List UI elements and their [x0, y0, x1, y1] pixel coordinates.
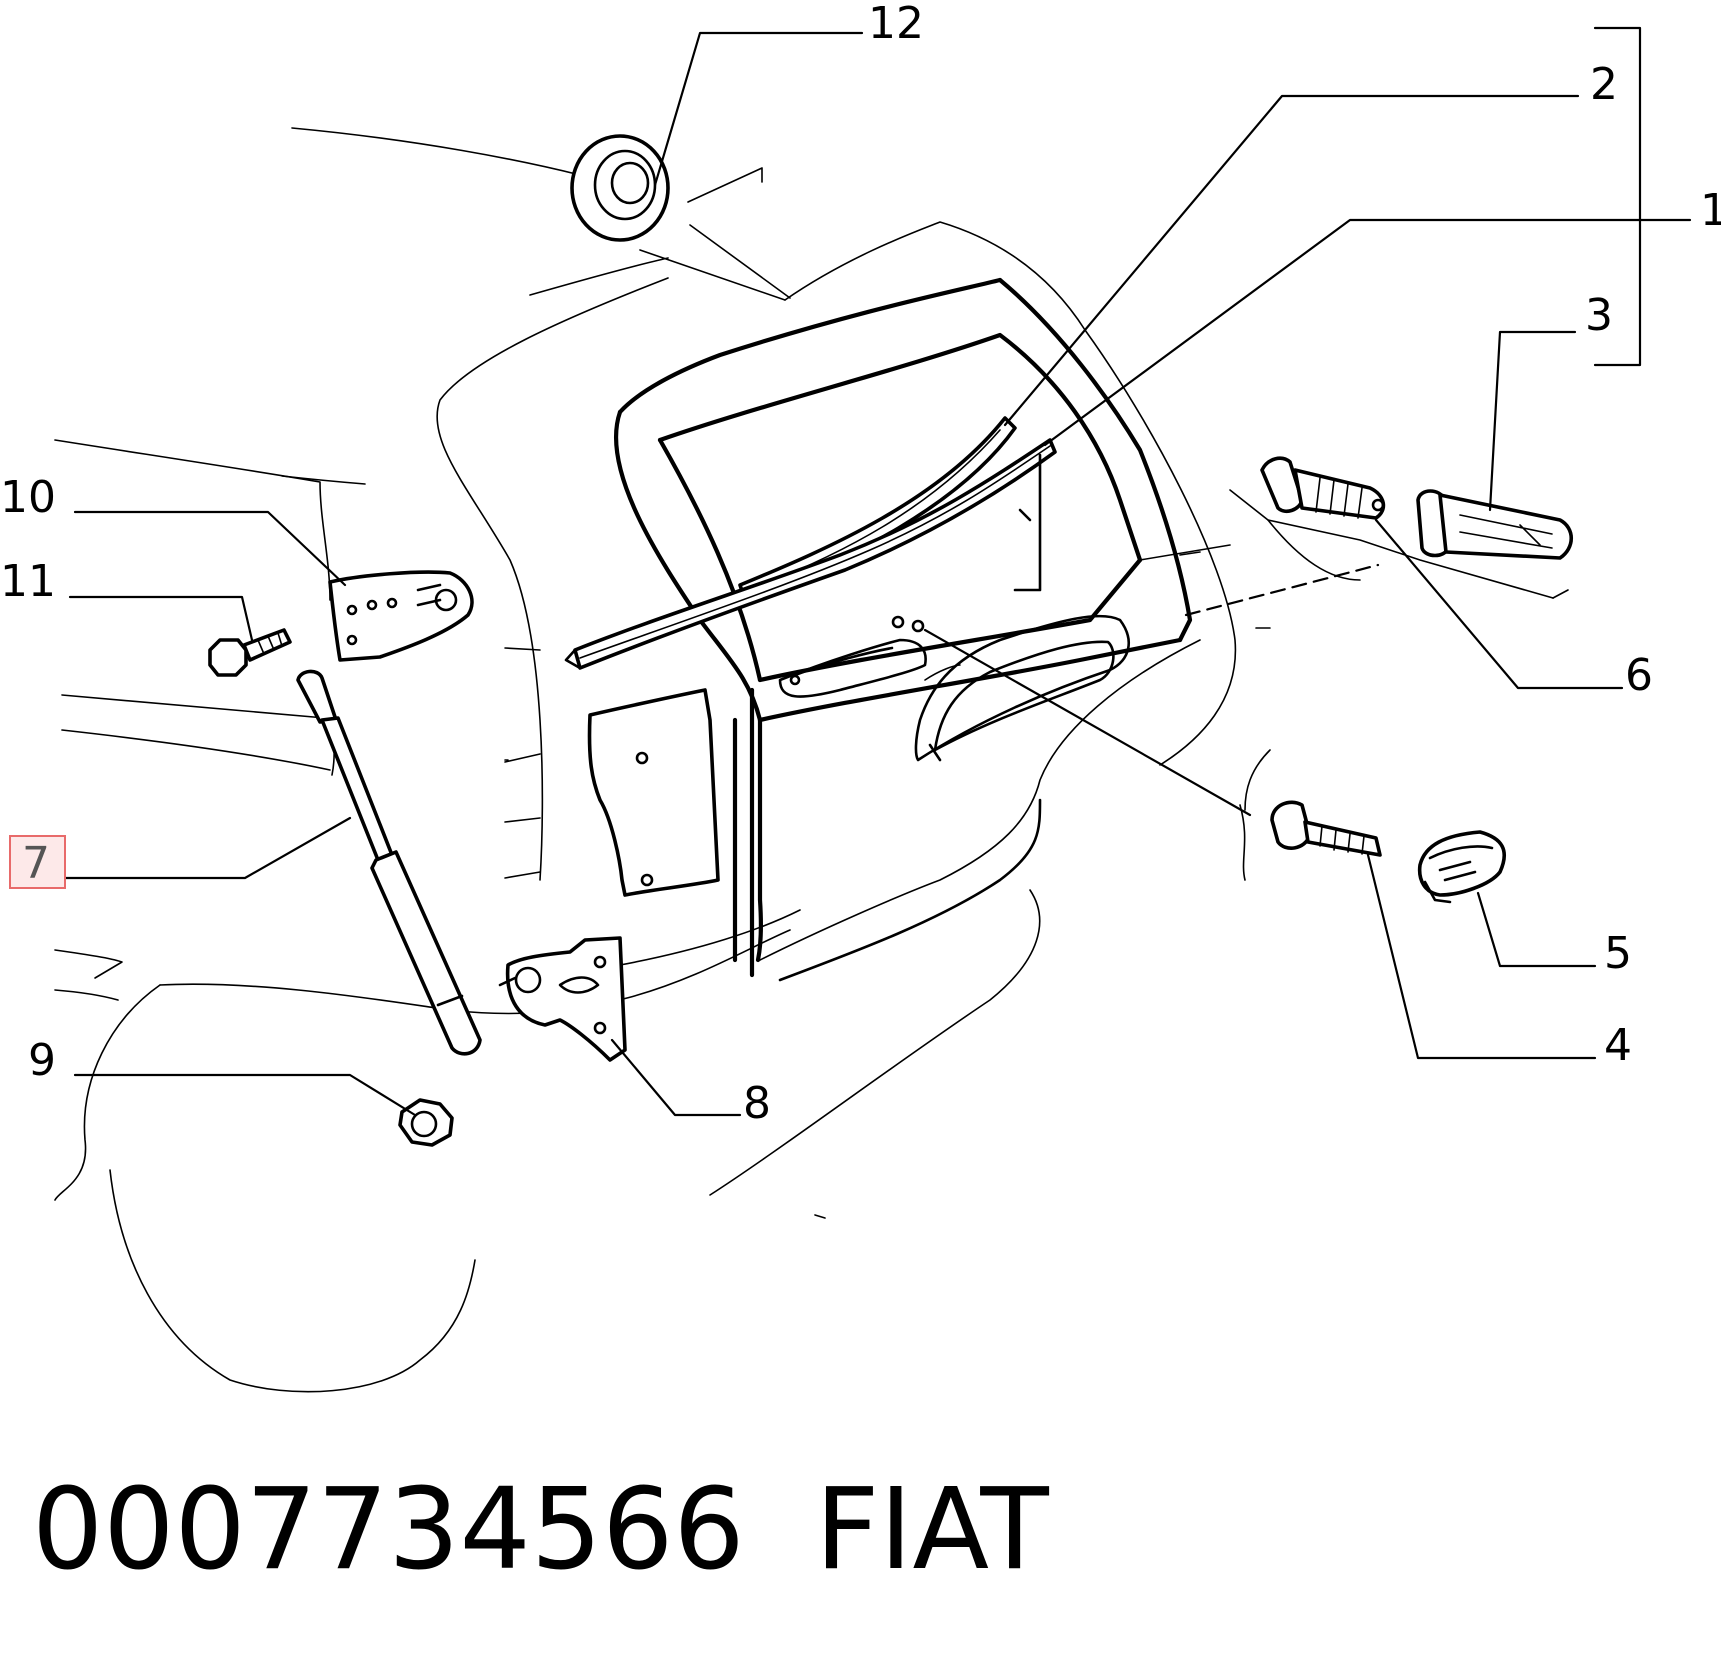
part-5-clip [1417, 830, 1506, 904]
callout-label-6: 6 [1625, 650, 1653, 701]
part-2-seal-strip [738, 416, 1017, 602]
callout-label-8: 8 [743, 1078, 771, 1129]
footer: 0007734566 FIAT [32, 1465, 1049, 1595]
part-10-upper-hinge [328, 570, 474, 662]
part-number: 0007734566 [32, 1465, 745, 1595]
part-6-rubber-buffer [1260, 456, 1386, 520]
callout-label-7: 7 [22, 838, 50, 889]
inner-trim-panel [587, 688, 720, 897]
callout-label-9: 9 [28, 1035, 56, 1086]
part-7-gas-strut [296, 669, 482, 1056]
callout-label-1: 1 [1700, 185, 1721, 236]
callout-label-11: 11 [0, 556, 56, 607]
car-body-outline [54, 127, 1569, 1393]
part-9-nut [398, 1098, 454, 1147]
callout-label-5: 5 [1604, 928, 1632, 979]
brand-name: FIAT [815, 1465, 1049, 1595]
part-1-weatherstrip [564, 438, 1057, 670]
callout-labels: 12 2 1 3 6 5 4 10 11 7 8 9 [0, 0, 1721, 1129]
callout-label-10: 10 [0, 472, 56, 523]
leader-lines [64, 26, 1692, 1117]
tailgate-assembly [613, 277, 1201, 982]
part-8-lower-hinge [498, 936, 627, 1062]
callout-label-3: 3 [1585, 290, 1613, 341]
callout-label-12: 12 [868, 0, 924, 49]
part-4-bolt [1270, 800, 1382, 857]
part-12-grommet [570, 134, 670, 242]
part-11-bolt [208, 628, 292, 677]
part-3-bushing [1416, 489, 1574, 560]
callout-label-4: 4 [1604, 1020, 1632, 1071]
callout-label-2: 2 [1590, 59, 1618, 110]
callout-highlight-box [9, 835, 66, 889]
